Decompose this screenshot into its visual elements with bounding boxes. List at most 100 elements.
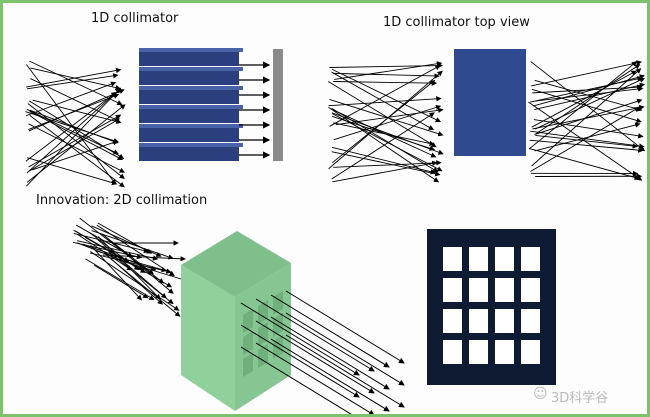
2d-collimator-cube	[181, 231, 291, 411]
ray-arrow	[29, 111, 123, 160]
ray-arrow	[532, 74, 645, 107]
ray-arrow	[534, 122, 641, 152]
slab-top	[139, 124, 243, 128]
2d-collimator-image	[427, 229, 556, 385]
grid-cell	[443, 247, 462, 271]
ray-arrow	[328, 70, 443, 170]
ray-arrow	[255, 342, 375, 414]
ray-arrow	[332, 113, 443, 172]
ray-arrow	[97, 239, 167, 299]
title-1d-top-view: 1D collimator top view	[383, 15, 530, 30]
1d-collimator-slabs	[139, 48, 243, 161]
ray-arrow	[534, 82, 646, 110]
ray-arrow	[25, 91, 117, 162]
ray-arrow	[528, 61, 638, 150]
ray-arrow	[25, 111, 120, 144]
collimator-slab	[139, 70, 239, 85]
ray-arrow	[255, 320, 375, 394]
grid-cell	[443, 278, 462, 302]
ray-arrow	[531, 70, 637, 128]
top-view-collimator	[454, 49, 526, 156]
ray-arrow	[240, 346, 360, 414]
ray-arrow	[535, 86, 644, 102]
ray-arrow	[240, 302, 360, 376]
ray-arrow	[28, 118, 120, 172]
ray-arrow	[27, 157, 118, 186]
grid-cell	[521, 278, 540, 302]
slab-top	[139, 86, 243, 90]
ray-arrow	[27, 73, 119, 90]
collimator-channel	[243, 309, 253, 333]
diagram-art	[25, 48, 646, 414]
ray-arrow	[28, 93, 120, 130]
ray-arrow	[285, 290, 405, 364]
ray-arrow	[333, 80, 438, 86]
ray-arrow	[333, 122, 435, 147]
grid-cell	[495, 278, 514, 302]
slab-top	[139, 105, 243, 109]
grid-cell	[469, 247, 488, 271]
ray-arrow	[530, 76, 643, 103]
ray-arrow	[533, 119, 644, 139]
collimated-rays	[239, 61, 271, 159]
ray-arrow	[32, 140, 119, 171]
ray-arrow	[528, 101, 643, 181]
ray-arrow	[27, 103, 125, 179]
ray-arrow	[28, 89, 125, 132]
title-1d-collimator: 1D collimator	[91, 11, 179, 26]
ray-arrow	[28, 123, 126, 173]
slab-top	[139, 48, 243, 52]
ray-arrow	[333, 104, 442, 141]
ray-arrow	[32, 99, 122, 124]
ray-arrow	[270, 316, 390, 390]
2d-collimated-rays	[240, 290, 405, 414]
collimator-slab	[139, 51, 239, 66]
grid-cell	[495, 247, 514, 271]
collimator-slab	[139, 89, 239, 104]
ray-arrow	[331, 112, 435, 180]
grid-cell	[469, 278, 488, 302]
watermark: 3D科学谷	[551, 391, 609, 406]
ray-arrow	[530, 130, 645, 149]
collimator-channel	[273, 291, 283, 315]
ray-arrow	[285, 312, 405, 386]
collimator-channel	[243, 353, 253, 377]
ray-arrow	[73, 233, 150, 254]
wechat-icon: ☺	[533, 386, 548, 402]
ray-arrow	[29, 60, 123, 106]
grid-cell	[521, 309, 540, 333]
ray-arrow	[77, 240, 159, 261]
ray-arrow	[534, 64, 641, 136]
collimator-slab	[139, 146, 239, 161]
collimator-slab	[139, 127, 239, 142]
ray-arrow	[91, 230, 174, 260]
ray-arrow	[77, 234, 133, 271]
ray-arrow	[107, 238, 174, 294]
ray-arrow	[529, 139, 644, 153]
top-view-rays-out	[528, 60, 646, 181]
ray-arrow	[285, 334, 405, 408]
title-2d-collimation: Innovation: 2D collimation	[36, 193, 208, 208]
grid-cell	[443, 340, 462, 364]
ray-arrow	[530, 106, 640, 172]
collimator-channel	[243, 331, 253, 355]
ray-arrow	[90, 252, 172, 274]
scattered-rays-left	[25, 60, 126, 188]
slab-top	[139, 67, 243, 71]
ray-arrow	[28, 114, 122, 168]
slab-top	[139, 143, 243, 147]
ray-arrow	[531, 60, 642, 87]
ray-arrow	[535, 134, 638, 149]
ray-arrow	[90, 245, 143, 301]
ray-arrow	[26, 108, 119, 155]
ray-arrow	[270, 294, 390, 368]
collimator-slab	[139, 108, 239, 123]
ray-arrow	[102, 254, 186, 262]
grid-cell	[495, 340, 514, 364]
ray-arrow	[530, 61, 646, 152]
ray-arrow	[535, 98, 643, 135]
ray-arrow	[103, 252, 163, 305]
ray-arrow	[96, 224, 175, 277]
ray-arrow	[255, 298, 375, 372]
